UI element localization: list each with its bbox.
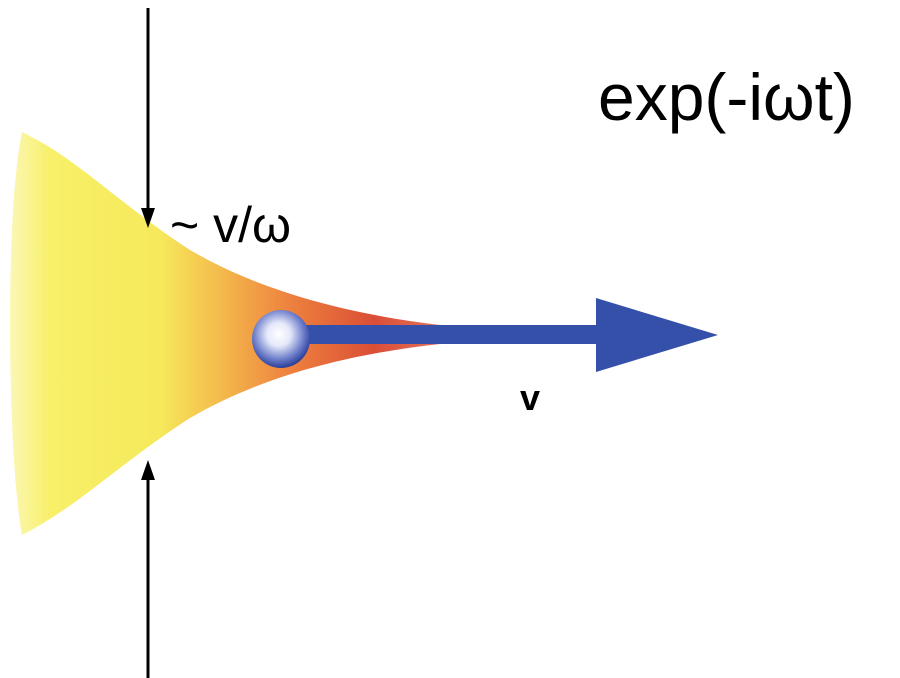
velocity-arrow <box>282 298 718 372</box>
particle <box>252 310 310 368</box>
upper-dimension-arrowhead <box>141 208 155 228</box>
velocity-arrow-head <box>596 298 718 372</box>
lower-dimension-arrow <box>141 460 155 678</box>
velocity-label: v <box>520 377 540 418</box>
lower-dimension-arrowhead <box>141 460 155 480</box>
velocity-arrow-shaft <box>282 325 604 344</box>
formula-label: exp(-iωt) <box>598 60 855 134</box>
upper-dimension-arrow <box>141 8 155 228</box>
scale-label: ~ v/ω <box>170 197 291 253</box>
